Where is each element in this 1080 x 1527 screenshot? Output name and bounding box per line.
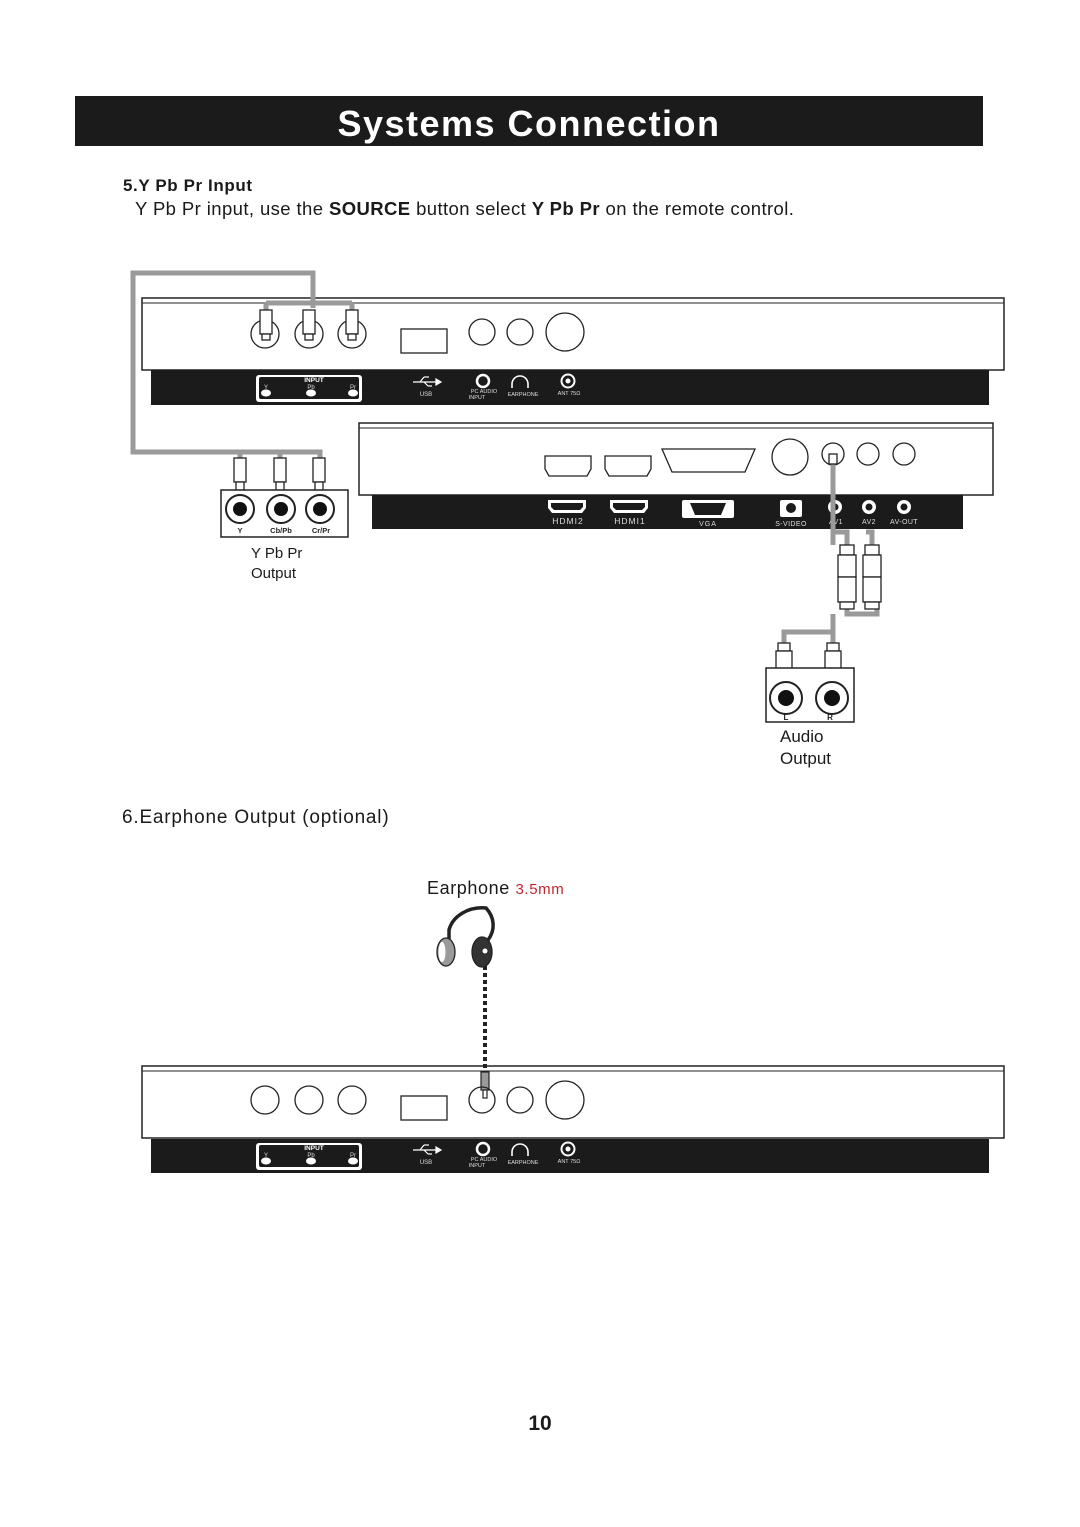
pc-audio-input-label: INPUT bbox=[469, 1163, 486, 1169]
av-out-label: AV-OUT bbox=[890, 519, 918, 526]
ypbpr-output-label-2: Output bbox=[251, 565, 297, 582]
antenna-jack-icon bbox=[560, 1141, 576, 1157]
audio-output-device bbox=[765, 667, 855, 723]
usb-label: USB bbox=[420, 1160, 432, 1166]
desc-text-2: button select bbox=[410, 198, 532, 219]
earphone-plug-size: 3.5mm bbox=[515, 881, 565, 898]
page-title: Systems Connection bbox=[337, 103, 721, 144]
jack-label-cb-pb: Cb/Pb bbox=[270, 526, 292, 535]
pc-audio-jack-icon bbox=[475, 373, 491, 389]
jack-label-y: Y bbox=[264, 1153, 268, 1159]
panel-bottom-labels: HDMI2 HDMI1 VGA S-VIDEO AV1 AV2 AV-OUT bbox=[552, 516, 918, 528]
audio-jack-labels: L R bbox=[784, 713, 834, 722]
ypbpr-output-label-1: Y Pb Pr bbox=[251, 545, 302, 562]
earphone-plug bbox=[480, 1071, 490, 1099]
earphone-port-label: EARPHONE bbox=[508, 1160, 539, 1166]
jack-label-cr-pr: Cr/Pr bbox=[312, 526, 330, 535]
title-bar: Systems Connection bbox=[75, 96, 983, 146]
pc-audio-label: PC AUDIO bbox=[471, 1157, 498, 1163]
pc-audio-jack-icon bbox=[475, 1141, 491, 1157]
usb-label: USB bbox=[420, 392, 432, 398]
ant-label: ANT 75Ω bbox=[558, 1159, 581, 1165]
input-label: INPUT bbox=[304, 377, 324, 384]
panel-top-labels: INPUT Y Pb Pr USB PC AUDIO INPUT EARPHON… bbox=[264, 377, 580, 401]
audio-output-label-2: Output bbox=[780, 749, 831, 768]
jack-label-y: Y bbox=[237, 526, 242, 535]
svideo-label: S-VIDEO bbox=[775, 521, 807, 528]
page-number: 10 bbox=[528, 1412, 552, 1435]
jack-label-r: R bbox=[827, 713, 833, 722]
desc-text-1: Y Pb Pr input, use the bbox=[135, 198, 329, 219]
panel-earphone-labels: INPUT Y Pb Pr USB PC AUDIO INPUT EARPHON… bbox=[264, 1145, 580, 1169]
pc-audio-input-label: INPUT bbox=[469, 395, 486, 401]
section-description-ypbpr: Y Pb Pr input, use the SOURCE button sel… bbox=[135, 198, 794, 220]
ypbpr-source-name: Y Pb Pr bbox=[531, 198, 600, 219]
jack-label-pr: Pr bbox=[350, 1153, 356, 1159]
jack-label-pb: Pb bbox=[307, 385, 315, 391]
tv-side-panel-bottom bbox=[358, 422, 994, 529]
av2-label: AV2 bbox=[862, 519, 876, 526]
jack-label-y: Y bbox=[264, 385, 268, 391]
component-plugs-device-side bbox=[233, 457, 326, 493]
pc-audio-label: PC AUDIO bbox=[471, 389, 498, 395]
ypbpr-jack-labels: Y Cb/Pb Cr/Pr bbox=[237, 526, 330, 535]
jack-label-l: L bbox=[784, 713, 789, 722]
headphone-port-icon bbox=[511, 1143, 529, 1156]
desc-text-3: on the remote control. bbox=[600, 198, 795, 219]
vga-label: VGA bbox=[699, 521, 717, 528]
section-heading-ypbpr: 5.Y Pb Pr Input bbox=[123, 176, 253, 195]
bottom-port-icons bbox=[548, 500, 911, 518]
audio-output-label-1: Audio bbox=[780, 727, 823, 746]
input-label: INPUT bbox=[304, 1145, 324, 1152]
usb-icon bbox=[413, 1144, 443, 1155]
earphone-port-label: EARPHONE bbox=[508, 392, 539, 398]
audio-cable bbox=[781, 459, 880, 645]
jack-label-pb: Pb bbox=[307, 1153, 315, 1159]
headphones-icon bbox=[436, 906, 495, 968]
panel-earphone-port-icons bbox=[261, 1141, 576, 1165]
source-button-name: SOURCE bbox=[328, 198, 411, 219]
av1-label: AV1 bbox=[829, 519, 843, 526]
component-plugs-tv-side bbox=[259, 309, 359, 341]
hdmi2-label: HDMI2 bbox=[552, 516, 583, 526]
earphone-device-label: Earphone bbox=[427, 878, 510, 898]
usb-icon bbox=[413, 376, 443, 387]
earphone-label: Earphone 3.5mm bbox=[427, 878, 564, 899]
panel-top-port-icons bbox=[261, 373, 576, 397]
tv-side-panel-earphone bbox=[141, 1065, 1005, 1173]
ypbpr-output-device bbox=[220, 489, 349, 538]
hdmi1-label: HDMI1 bbox=[614, 516, 645, 526]
ant-label: ANT 75Ω bbox=[558, 391, 581, 397]
audio-adapter-plugs bbox=[828, 453, 882, 610]
headphone-port-icon bbox=[511, 375, 529, 388]
antenna-jack-icon bbox=[560, 373, 576, 389]
section-heading-earphone: 6.Earphone Output (optional) bbox=[122, 807, 390, 828]
jack-label-pr: Pr bbox=[350, 385, 356, 391]
